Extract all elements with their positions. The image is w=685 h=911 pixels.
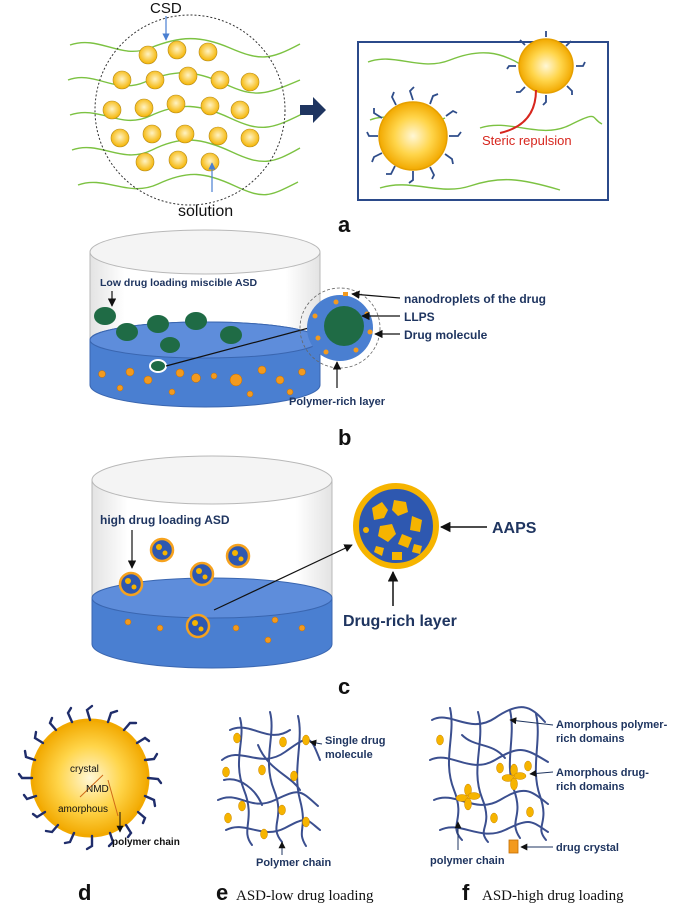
drug-molecule-label: Drug molecule	[404, 328, 488, 342]
panel-letter-d: d	[78, 880, 91, 905]
single-drug-pointer	[309, 739, 323, 747]
drug-dots-liquid-c	[124, 616, 306, 644]
caption-f: ASD-high drug loading	[482, 888, 624, 904]
single-drug-label-1: Single drug	[325, 735, 386, 747]
polymer-chain-label-f: polymer chain	[430, 855, 505, 867]
aaps-particle	[353, 483, 439, 569]
panel-a-transition-arrow	[300, 97, 326, 123]
csd-particles	[102, 40, 260, 172]
crystal-label: crystal	[70, 764, 99, 775]
nanodroplets-label: nanodroplets of the drug	[404, 292, 546, 306]
drug-crystal-label: drug crystal	[556, 842, 619, 854]
drug-crystal-block	[508, 839, 519, 854]
drug-dots-liquid	[98, 365, 306, 398]
amorph-drug-pointer	[529, 769, 554, 777]
beaker-c	[91, 455, 333, 669]
panel-c: high drug loading ASD AAPS Drug-rich lay…	[91, 455, 537, 699]
llps-droplet	[299, 287, 381, 369]
steric-repulsion-label: Steric repulsion	[482, 133, 572, 148]
csd-dotted-boundary	[94, 14, 286, 206]
csd-label: CSD	[150, 0, 182, 17]
polymer-chain-label-d: polymer chain	[112, 837, 180, 848]
panel-d: crystal NMD amorphous polymer chain d	[17, 704, 180, 905]
high-loading-label: high drug loading ASD	[100, 513, 230, 527]
llps-label: LLPS	[404, 310, 435, 324]
solution-polymer-chains	[67, 37, 303, 196]
nanodroplets-pointer	[351, 290, 401, 299]
amorph-polymer-label-1: Amorphous polymer-	[556, 719, 668, 731]
zoom-line-c	[213, 544, 353, 611]
nmd-label: NMD	[86, 784, 109, 795]
low-loading-label: Low drug loading miscible ASD	[100, 277, 258, 289]
nmd-polymer-chains	[17, 704, 163, 851]
drug-domains-f	[436, 734, 534, 824]
nmd-inner-line-2	[107, 779, 119, 817]
panel-a: CSD solution	[67, 0, 609, 237]
zoom-line-b	[165, 322, 321, 367]
polymer-layer-label: Polymer-rich layer	[289, 396, 386, 408]
polymer-chain-label-e: Polymer chain	[256, 857, 331, 869]
polymer-network-f	[429, 706, 549, 843]
nmd-particle	[30, 718, 150, 838]
nmd-inner-line-1	[79, 774, 104, 798]
amorphous-label: amorphous	[58, 804, 108, 815]
amorph-polymer-pointer	[509, 717, 554, 726]
panel-letter-f: f	[462, 880, 470, 905]
caption-e: ASD-low drug loading	[236, 888, 374, 904]
panel-f: Amorphous polymer- rich domains Amorphou…	[429, 706, 668, 905]
panel-letter-b: b	[338, 425, 351, 450]
steric-repulsion-curve	[499, 89, 537, 134]
aaps-label: AAPS	[492, 520, 537, 537]
stabilized-particle-small	[506, 31, 586, 106]
asd-particles-green	[94, 307, 242, 373]
stabilized-particle-large	[366, 86, 462, 184]
panel-letter-a: a	[338, 212, 351, 237]
amorph-drug-label-1: Amorphous drug-	[556, 767, 649, 779]
single-drug-label-2: molecule	[325, 749, 373, 761]
panel-b: Low drug loading miscible ASD nanodrople…	[89, 229, 546, 450]
panel-e: Single drug molecule Polymer chain e ASD…	[216, 711, 386, 905]
amorph-drug-label-2: rich domains	[556, 781, 624, 793]
panel-letter-c: c	[338, 674, 350, 699]
box-polymer-chains	[367, 52, 603, 191]
solution-label: solution	[178, 203, 233, 220]
drug-rich-label: Drug-rich layer	[343, 613, 457, 630]
panel-letter-e: e	[216, 880, 228, 905]
drug-molecules-e	[222, 732, 310, 840]
asd-particles-high	[118, 537, 251, 639]
amorph-polymer-label-2: rich domains	[556, 733, 624, 745]
